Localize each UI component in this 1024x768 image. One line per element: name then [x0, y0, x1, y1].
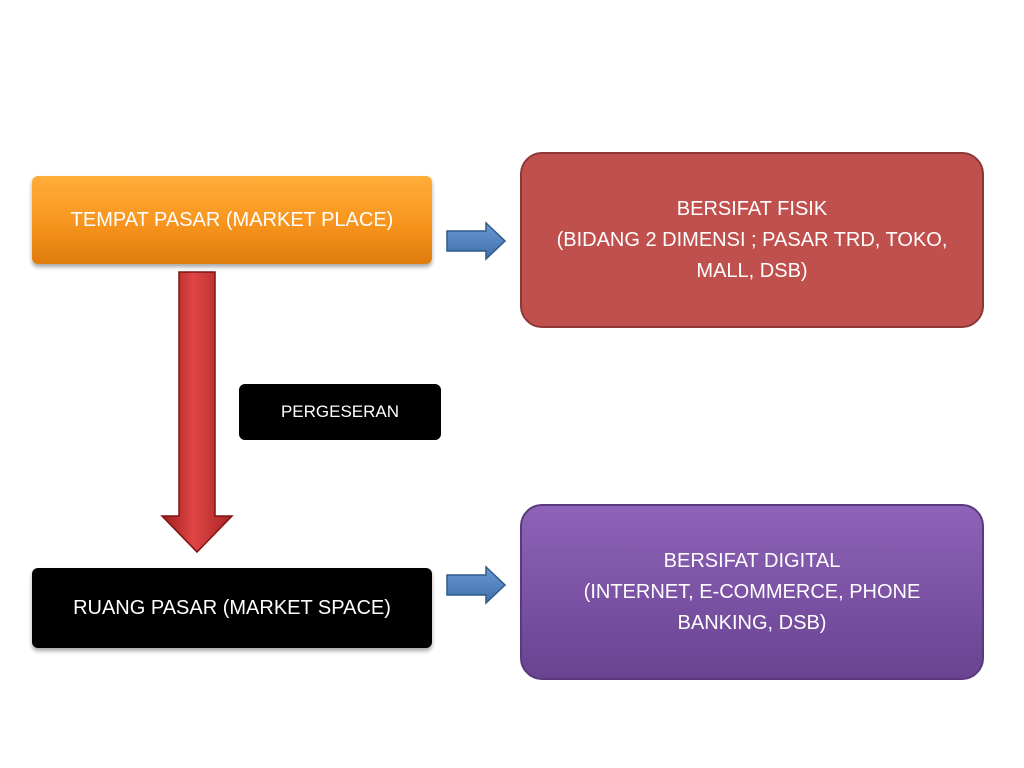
digital-market-box: BERSIFAT DIGITAL (INTERNET, E-COMMERCE, … [520, 504, 984, 680]
digital-line-3: BANKING, DSB) [677, 611, 827, 634]
physical-line-2: (BIDANG 2 DIMENSI ; PASAR TRD, TOKO, [556, 228, 948, 251]
market-space-box: RUANG PASAR (MARKET SPACE) [32, 568, 432, 648]
shift-label-box: PERGESERAN [239, 384, 441, 440]
digital-line-1: BERSIFAT DIGITAL [663, 549, 841, 572]
market-place-box: TEMPAT PASAR (MARKET PLACE) [32, 176, 432, 264]
physical-market-box: BERSIFAT FISIK (BIDANG 2 DIMENSI ; PASAR… [520, 152, 984, 328]
physical-line-3: MALL, DSB) [696, 259, 808, 282]
arrow-right-icon-bottom [446, 565, 507, 605]
physical-line-1: BERSIFAT FISIK [676, 197, 828, 220]
market-space-label: RUANG PASAR (MARKET SPACE) [73, 596, 391, 619]
arrow-down-icon [160, 271, 234, 554]
market-place-label: TEMPAT PASAR (MARKET PLACE) [70, 208, 394, 231]
shift-label: PERGESERAN [280, 402, 400, 421]
arrow-right-icon-top [446, 221, 507, 261]
digital-line-2: (INTERNET, E-COMMERCE, PHONE [583, 580, 921, 603]
